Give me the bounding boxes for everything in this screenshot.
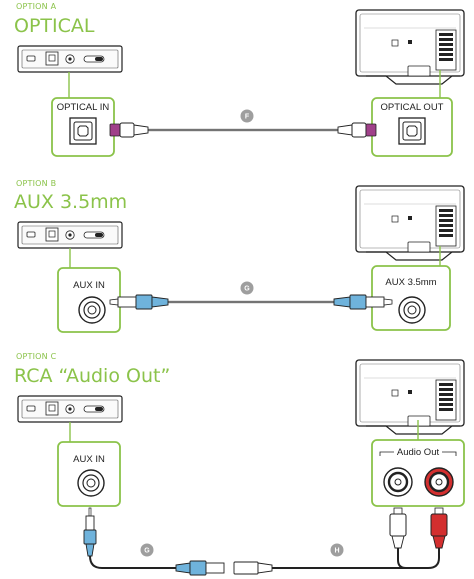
option-c-label: OPTION C (16, 352, 57, 361)
option-b-label: OPTION B (16, 179, 56, 188)
optical-in-label: OPTICAL IN (57, 102, 110, 113)
cable-f-badge (240, 109, 254, 123)
aux-jack-vertical (83, 507, 176, 569)
audio-out-label: Audio Out (397, 447, 440, 458)
option-a-heading: OPTICAL (14, 15, 95, 37)
option-b-heading: AUX 3.5mm (14, 191, 127, 213)
cable-f-badge-text: F (245, 114, 250, 121)
optical-cable (109, 122, 377, 138)
option-c-heading: RCA “Audio Out” (14, 365, 170, 387)
tv-back-panel (355, 9, 465, 85)
cable-g-badge (240, 281, 254, 295)
aux-out-port-icon (398, 296, 426, 324)
receiver-device (17, 395, 123, 423)
optical-out-label: OPTICAL OUT (381, 102, 444, 113)
cable-g-badge (140, 543, 154, 557)
option-a-label: OPTION A (16, 2, 57, 11)
receiver-device (17, 221, 123, 249)
receiver-device (17, 45, 123, 73)
aux-in-port-icon (78, 296, 106, 324)
cable-g-badge-text: G (144, 548, 150, 555)
aux-rca-coupler (175, 560, 420, 576)
optical-in-port-icon (69, 117, 97, 145)
cable-g-badge-text: G (244, 286, 250, 293)
optical-out-port-icon (398, 117, 426, 145)
option-b-section: OPTION B AUX 3.5mm AUX IN AUX 3.5mm G (14, 179, 465, 333)
aux-in-label: AUX IN (73, 280, 105, 291)
cable-h-badge (330, 543, 344, 557)
aux-in-label: AUX IN (73, 454, 105, 465)
aux-in-port-icon (77, 469, 105, 497)
cable-h-badge-text: H (334, 548, 339, 555)
rca-white-port-icon (383, 467, 413, 497)
tv-back-panel (355, 359, 465, 435)
tv-back-panel (355, 185, 465, 261)
option-c-section: OPTION C RCA “Audio Out” AUX IN Audio Ou… (14, 352, 465, 576)
rca-plugs (389, 507, 448, 569)
aux-cable (109, 294, 393, 310)
aux-out-label: AUX 3.5mm (385, 277, 436, 288)
rca-red-port-icon (424, 467, 454, 497)
option-a-section: OPTION A OPTICAL OPTICAL IN OPTICAL OUT (14, 2, 465, 157)
